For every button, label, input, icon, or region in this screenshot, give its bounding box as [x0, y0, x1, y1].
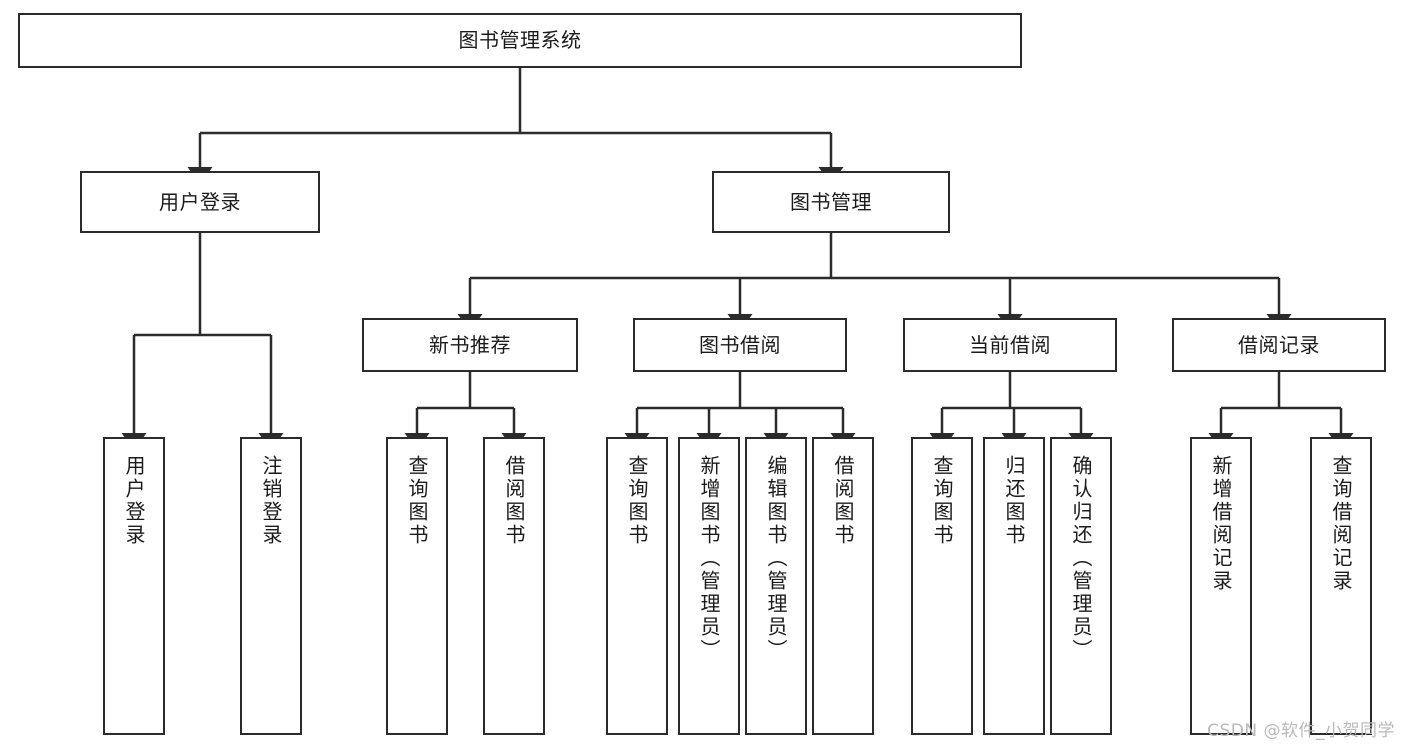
leaf-logout-label: 注销登录: [259, 455, 283, 547]
leaf-borrow-book-recommend-label: 借阅图书: [502, 455, 526, 547]
leaf-add-borrow-record[interactable]: 新增借阅记录: [1190, 437, 1252, 735]
leaf-edit-book-admin-label: 编辑图书（管理员）: [764, 455, 788, 662]
node-current-borrow[interactable]: 当前借阅: [903, 318, 1117, 372]
leaf-query-borrow-record-label: 查询借阅记录: [1329, 455, 1353, 593]
leaf-add-borrow-record-label: 新增借阅记录: [1209, 455, 1233, 593]
leaf-query-book-current-label: 查询图书: [930, 455, 954, 547]
leaf-query-book-recommend-label: 查询图书: [405, 455, 429, 547]
leaf-query-book-current[interactable]: 查询图书: [911, 437, 973, 735]
node-current-borrow-label: 当前借阅: [969, 332, 1051, 357]
leaf-add-book-admin[interactable]: 新增图书（管理员）: [678, 437, 740, 735]
node-user-login[interactable]: 用户登录: [80, 171, 320, 233]
leaf-confirm-return-admin-label: 确认归还（管理员）: [1069, 455, 1093, 662]
edge-layer: [121, 68, 1354, 451]
node-user-login-label: 用户登录: [159, 189, 241, 214]
leaf-borrow-book-recommend[interactable]: 借阅图书: [483, 437, 545, 735]
node-book-borrow-label: 图书借阅: [699, 332, 781, 357]
node-root[interactable]: 图书管理系统: [18, 13, 1022, 68]
node-new-book-recommend[interactable]: 新书推荐: [362, 318, 578, 372]
leaf-logout[interactable]: 注销登录: [240, 437, 302, 735]
leaf-user-login[interactable]: 用户登录: [103, 437, 165, 735]
node-borrow-records-label: 借阅记录: [1238, 332, 1320, 357]
leaf-confirm-return-admin[interactable]: 确认归还（管理员）: [1050, 437, 1112, 735]
node-borrow-records[interactable]: 借阅记录: [1172, 318, 1386, 372]
leaf-edit-book-admin[interactable]: 编辑图书（管理员）: [745, 437, 807, 735]
leaf-return-book-label: 归还图书: [1002, 455, 1026, 547]
node-book-manage[interactable]: 图书管理: [712, 171, 950, 233]
leaf-borrow-book-label: 借阅图书: [831, 455, 855, 547]
leaf-add-book-admin-label: 新增图书（管理员）: [697, 455, 721, 662]
node-book-borrow[interactable]: 图书借阅: [633, 318, 847, 372]
node-book-manage-label: 图书管理: [790, 189, 872, 214]
leaf-return-book[interactable]: 归还图书: [983, 437, 1045, 735]
leaf-query-borrow-record[interactable]: 查询借阅记录: [1310, 437, 1372, 735]
leaf-user-login-label: 用户登录: [122, 455, 146, 547]
leaf-borrow-book[interactable]: 借阅图书: [812, 437, 874, 735]
node-root-label: 图书管理系统: [458, 28, 582, 52]
node-new-book-recommend-label: 新书推荐: [429, 332, 511, 357]
leaf-query-book-label: 查询图书: [625, 455, 649, 547]
leaf-query-book-recommend[interactable]: 查询图书: [386, 437, 448, 735]
leaf-query-book[interactable]: 查询图书: [606, 437, 668, 735]
